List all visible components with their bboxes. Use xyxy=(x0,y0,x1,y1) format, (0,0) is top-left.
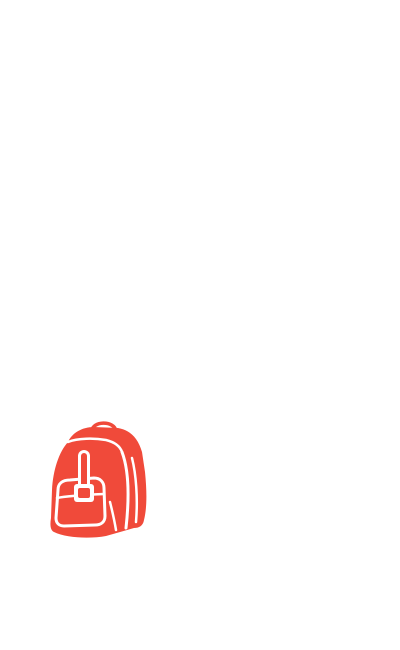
backpack-illustration xyxy=(48,418,148,540)
backpack-icon xyxy=(50,421,147,538)
